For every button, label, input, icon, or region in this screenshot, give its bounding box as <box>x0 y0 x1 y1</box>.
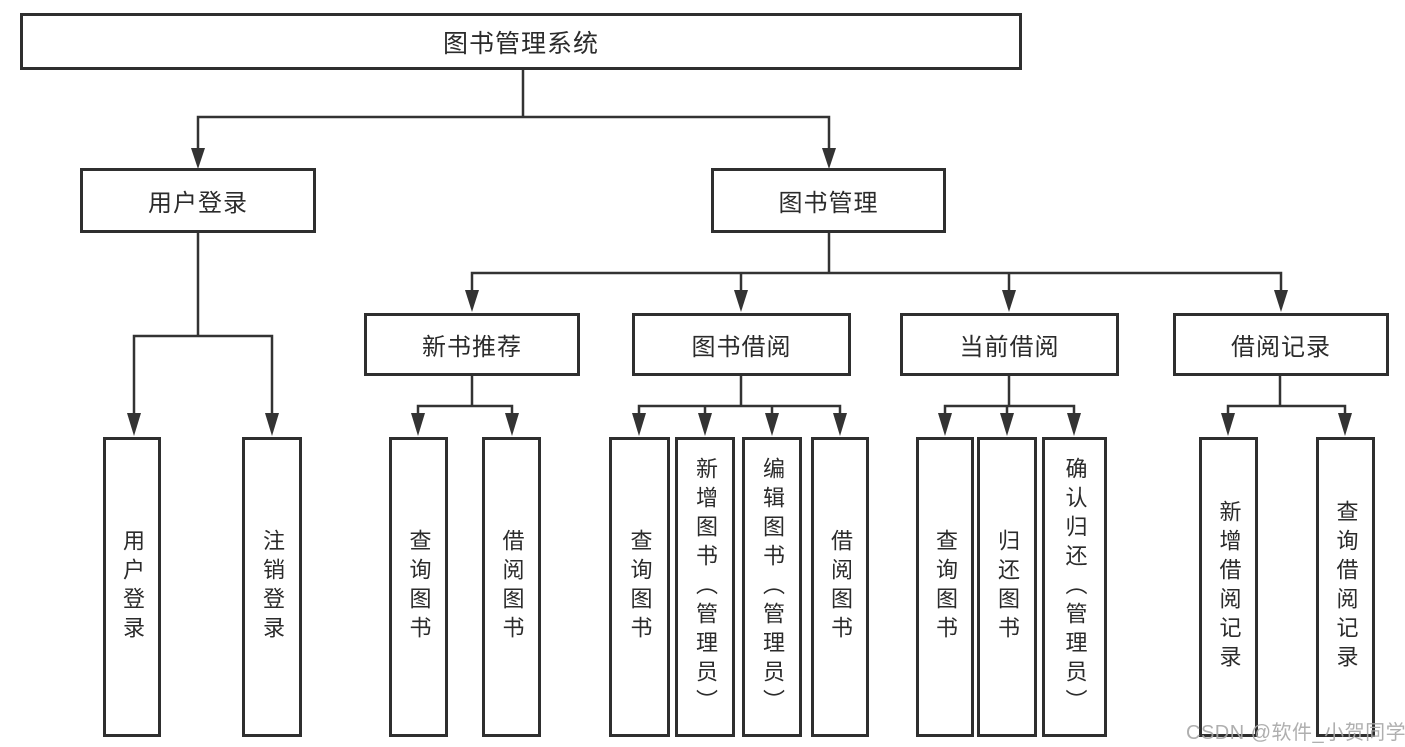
node-library-system: 图书管理系统 <box>20 13 1022 70</box>
leaf-records-add-record: 新增借阅记录 <box>1199 437 1258 737</box>
leaf-records-query-record: 查询借阅记录 <box>1316 437 1375 737</box>
leaf-logout: 注销登录 <box>242 437 302 737</box>
leaf-current-query-books: 查询图书 <box>916 437 974 737</box>
leaf-borrow-borrow-books: 借阅图书 <box>811 437 869 737</box>
node-borrow-records: 借阅记录 <box>1173 313 1389 376</box>
leaf-recommend-query-books: 查询图书 <box>389 437 448 737</box>
leaf-recommend-borrow-books: 借阅图书 <box>482 437 541 737</box>
csdn-watermark: CSDN @软件_小贺同学 <box>1186 722 1405 744</box>
leaf-borrow-query-books: 查询图书 <box>609 437 670 737</box>
leaf-current-return-books: 归还图书 <box>977 437 1037 737</box>
leaf-borrow-edit-books-admin: 编辑图书（管理员） <box>742 437 802 737</box>
node-book-borrow: 图书借阅 <box>632 313 851 376</box>
node-current-borrow: 当前借阅 <box>900 313 1119 376</box>
leaf-user-login: 用户登录 <box>103 437 161 737</box>
leaf-current-confirm-return-admin: 确认归还（管理员） <box>1042 437 1107 737</box>
node-book-management-module: 图书管理 <box>711 168 946 233</box>
node-new-book-recommend: 新书推荐 <box>364 313 580 376</box>
node-user-login-module: 用户登录 <box>80 168 316 233</box>
leaf-borrow-add-books-admin: 新增图书（管理员） <box>675 437 735 737</box>
